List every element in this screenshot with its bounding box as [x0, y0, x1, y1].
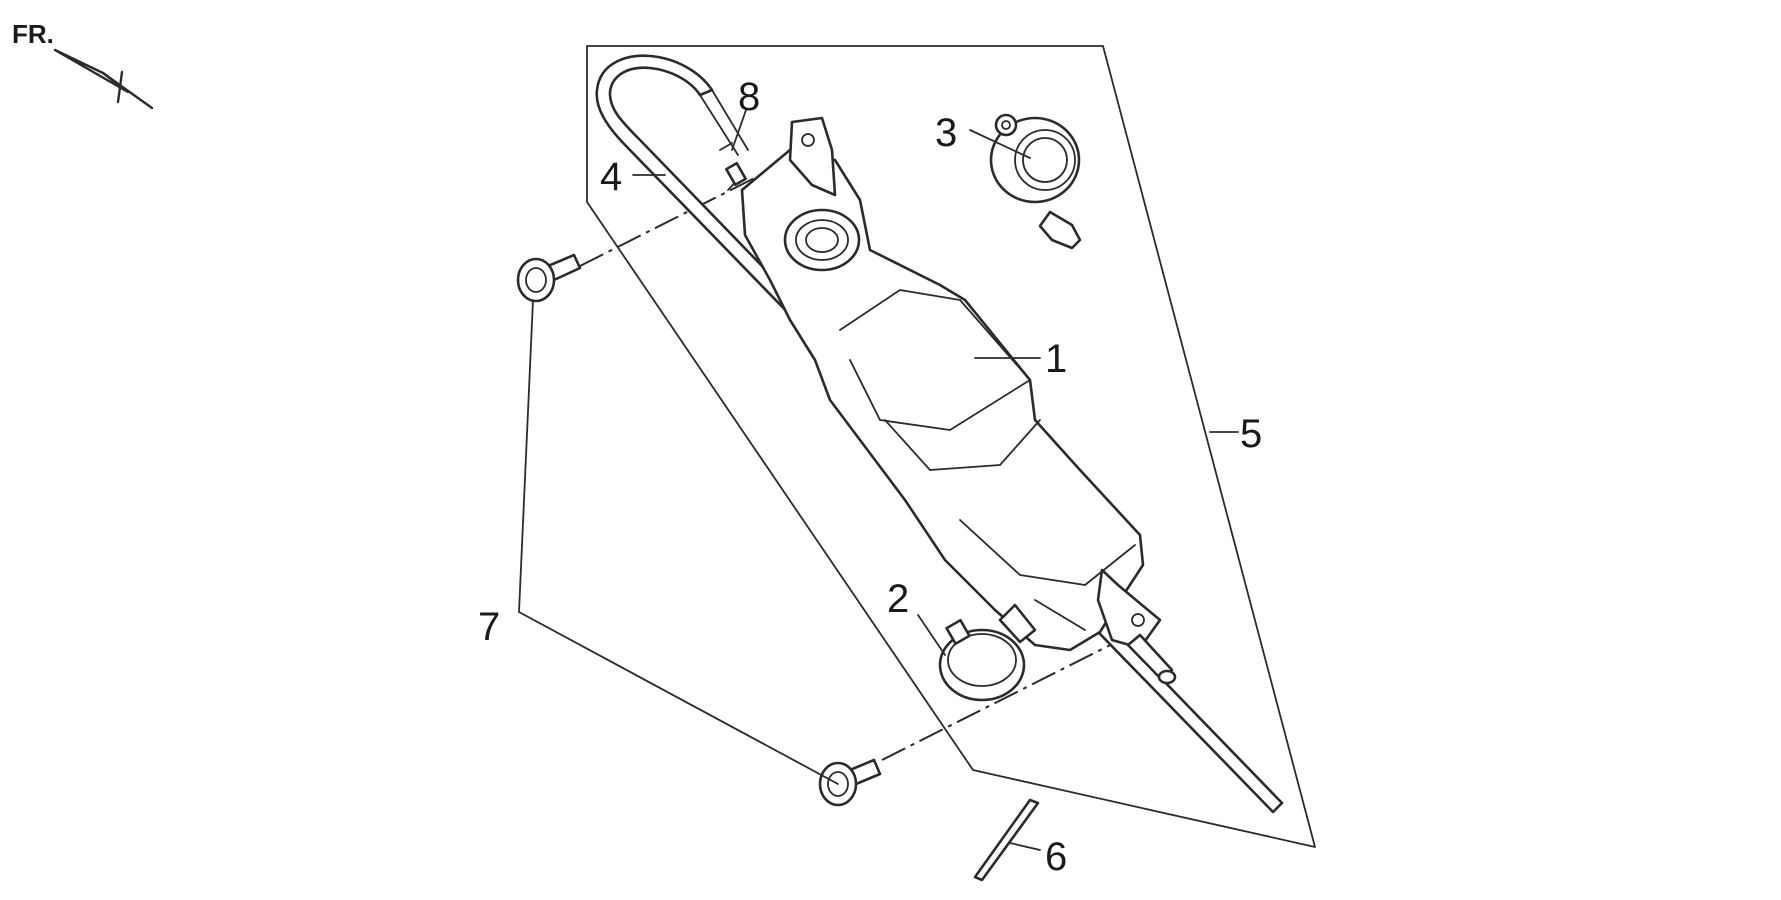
callout-3: 3: [935, 111, 957, 155]
front-direction-indicator: FR.: [12, 19, 154, 110]
coolant-reservoir-tank: [740, 116, 1177, 685]
callout-5: 5: [1240, 412, 1262, 456]
callout-1: 1: [1045, 337, 1067, 381]
lower-flange-bolt: [818, 758, 882, 807]
overflow-hose: [595, 54, 1284, 814]
callout-4: 4: [600, 155, 622, 199]
cable-tie: [973, 798, 1040, 882]
reservoir-cap: [989, 113, 1082, 250]
callout-7: 7: [478, 605, 500, 649]
leader-lines: [518, 109, 1239, 851]
callout-8: 8: [738, 75, 760, 119]
callout-2: 2: [887, 577, 909, 621]
hose-clip-small: [719, 142, 747, 187]
assembly-outline: [586, 45, 1316, 848]
upper-flange-bolt: [516, 253, 582, 303]
front-direction-arrow-icon: [53, 48, 154, 110]
lower-mount-axis: [881, 629, 1141, 761]
callouts: 1 2 3 4 5 6 7 8: [478, 75, 1262, 879]
callout-6: 6: [1045, 835, 1067, 879]
direction-label: FR.: [12, 19, 54, 49]
hose-clamp: [938, 603, 1037, 702]
